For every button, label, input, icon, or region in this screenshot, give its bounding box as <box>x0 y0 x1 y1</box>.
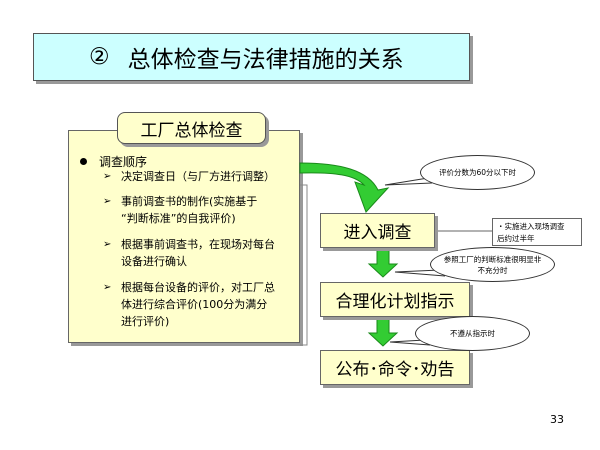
score-callout: 评价分数为60分以下时 <box>420 155 535 190</box>
rationalization-plan-box: 合理化计划指示 <box>320 282 470 317</box>
curved-arrow-icon <box>299 162 390 213</box>
arrow-bullet-icon: ➢ <box>103 196 112 207</box>
title-number: ② <box>89 44 110 70</box>
title-box: ② 总体检查与法律措施的关系 <box>33 33 470 81</box>
list-item: ➢ 根据每台设备的评价，对工厂总 体进行综合评价(100分为满分 进行评价) <box>103 279 298 330</box>
score-callout-text: 评价分数为60分以下时 <box>438 168 517 177</box>
page-number: 33 <box>550 413 564 426</box>
factory-inspection-label: 工厂总体检查 <box>117 112 266 144</box>
publish-order-advice-box: 公布･命令･劝告 <box>320 350 470 385</box>
list-item-text: 根据每台设备的评价，对工厂总 体进行综合评价(100分为满分 进行评价) <box>121 281 275 328</box>
arrow-bullet-icon: ➢ <box>103 282 112 293</box>
survey-procedure-heading: 调查顺序 <box>80 153 147 170</box>
down-arrow-icon <box>367 249 399 278</box>
inspection-panel <box>68 130 300 343</box>
down-arrow-icon <box>367 318 399 347</box>
list-item: ➢ 决定调查日（与厂方进行调整） <box>103 168 298 185</box>
survey-procedure-text: 调查顺序 <box>99 155 148 169</box>
noncompliance-callout-text: 不遵从指示时 <box>450 329 495 338</box>
enter-investigation-box: 进入调查 <box>320 213 435 248</box>
arrow-bullet-icon: ➢ <box>103 239 112 250</box>
arrow-bullet-icon: ➢ <box>103 171 112 182</box>
standard-callout-text: 参照工厂的判断标准很明显非 不充分时 <box>443 254 542 275</box>
list-item: ➢ 根据事前调查书，在现场对每台 设备进行确认 <box>103 236 298 270</box>
investigation-note: ・实施进入现场调查 后约过半年 <box>492 218 582 246</box>
page-title: 总体检查与法律措施的关系 <box>127 47 404 73</box>
list-item-text: 根据事前调查书，在现场对每台 设备进行确认 <box>121 238 275 268</box>
list-item-text: 决定调查日（与厂方进行调整） <box>121 170 275 183</box>
bracket-line <box>300 184 308 346</box>
list-item-text: 事前调查书的制作(实施基于 “判断标准”的自我评价) <box>121 195 258 225</box>
bullet-icon <box>80 158 87 165</box>
noncompliance-callout: 不遵从指示时 <box>415 316 530 351</box>
list-item: ➢ 事前调查书的制作(实施基于 “判断标准”的自我评价) <box>103 193 298 227</box>
standard-callout: 参照工厂的判断标准很明显非 不充分时 <box>430 247 555 282</box>
